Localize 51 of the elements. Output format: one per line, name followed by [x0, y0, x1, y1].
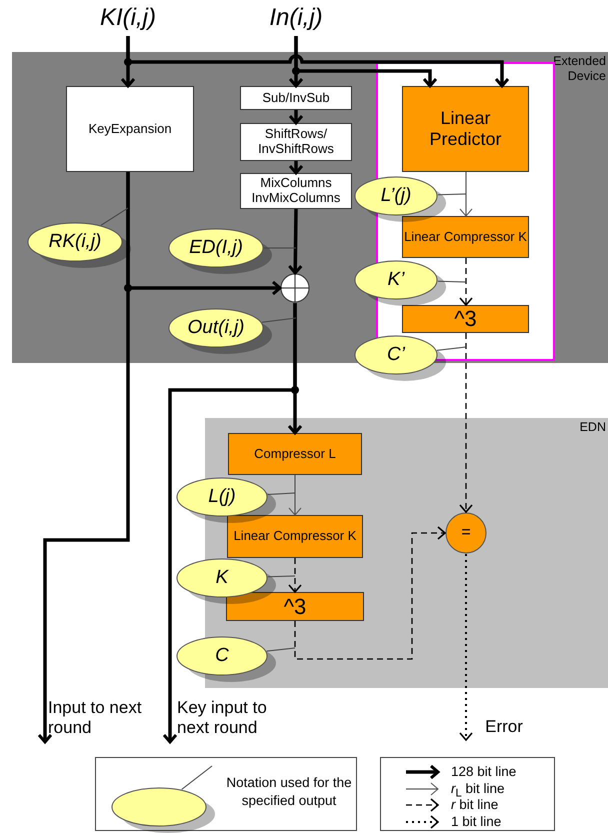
legend-label: 1 bit line — [451, 814, 502, 828]
arrow — [459, 258, 473, 306]
leader-line — [181, 766, 212, 790]
arrow — [288, 161, 304, 174]
process-box: MixColumns InvMixColumns — [240, 173, 352, 209]
arrow — [38, 172, 130, 744]
arrow — [288, 474, 302, 516]
leader-line — [267, 576, 296, 578]
process-box: KeyExpansion — [66, 86, 194, 172]
output-label: Input to next round — [48, 694, 148, 742]
legend-label: r bit line — [451, 797, 498, 812]
process-box: Linear Compressor K — [227, 515, 363, 558]
process-box: ^3 — [402, 305, 529, 333]
process-box: Linear Predictor — [402, 86, 529, 172]
arrow — [459, 554, 473, 741]
xor-circle — [280, 273, 310, 303]
legend-label: 128 bit line — [451, 764, 516, 779]
arrow — [126, 36, 510, 88]
arrow — [459, 333, 473, 513]
process-box: Compressor L — [228, 433, 362, 475]
panel-label: EDN — [578, 420, 606, 435]
arrow — [288, 303, 302, 434]
arrow — [288, 558, 302, 593]
output-label: Key input to next round — [177, 694, 295, 742]
arrow — [460, 172, 472, 216]
edn-panel — [205, 418, 608, 688]
leader-line — [267, 492, 296, 495]
device-panel — [12, 52, 608, 363]
compare-circle: = — [445, 512, 487, 554]
leader-line — [437, 194, 466, 196]
legend-label: r$_{L}$ bit line — [451, 780, 505, 800]
leader-line — [100, 208, 128, 226]
leader-line — [266, 648, 296, 652]
panel-label: Extended Device — [552, 54, 606, 84]
leader-line — [261, 318, 296, 323]
process-box: ShiftRows/ InvShiftRows — [240, 123, 352, 161]
process-box: Sub/InvSub — [240, 86, 352, 110]
leader-line — [437, 280, 466, 282]
notation-ellipse — [111, 787, 217, 833]
notation-text: Notation used for the specified output — [226, 774, 352, 810]
output-label: Error — [476, 714, 532, 740]
arrow — [294, 36, 438, 88]
arrow — [288, 110, 304, 124]
leader-line — [436, 346, 466, 351]
arrow — [288, 208, 303, 274]
input-label: KI(i,j) — [83, 0, 173, 36]
notation-box — [95, 757, 357, 831]
arrow — [294, 526, 446, 660]
input-label: In(i,j) — [251, 0, 341, 36]
process-box: Linear Compressor K — [402, 216, 529, 258]
process-box: ^3 — [226, 592, 364, 621]
